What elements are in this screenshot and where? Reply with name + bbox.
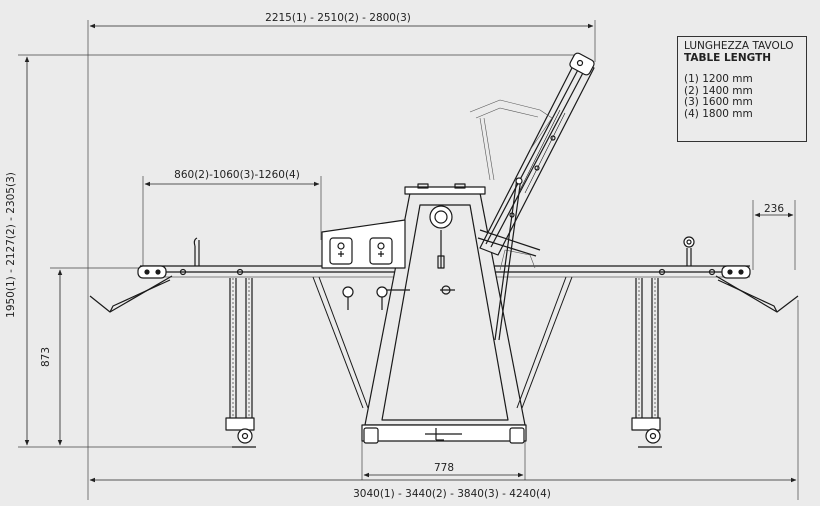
dim-base-width-text: 778	[434, 462, 454, 474]
sheeter-machine	[89, 52, 799, 448]
control-panel	[321, 219, 406, 310]
lift-strut	[494, 177, 523, 341]
dim-top-width-text: 2215(1) - 2510(2) - 2800(3)	[265, 12, 411, 24]
side-wings	[89, 275, 799, 313]
dim-bottom-width-text: 3040(1) - 3440(2) - 3840(3) - 4240(4)	[353, 488, 551, 500]
legend-title-en: TABLE LENGTH	[684, 51, 772, 64]
dim-table-height-text: 873	[40, 347, 52, 367]
right-leg	[631, 278, 662, 448]
legend-row: (3) 1600 mm	[684, 96, 753, 108]
dimension-lines	[24, 23, 797, 483]
table-length-legend: LUNGHEZZA TAVOLO TABLE LENGTH (1) 1200 m…	[677, 36, 807, 142]
diagonal-struts	[312, 276, 573, 409]
legend-row: (4) 1800 mm	[684, 107, 753, 120]
dim-total-height-text: 1950(1) - 2127(2) - 2305(3)	[5, 172, 17, 318]
legend-title-it: LUNGHEZZA TAVOLO	[684, 40, 794, 52]
legend-row: (2) 1400 mm	[684, 84, 753, 97]
dim-left-extension-text: 860(2)-1060(3)-1260(4)	[174, 169, 300, 181]
left-leg	[225, 278, 256, 448]
raised-upper-conveyor	[477, 52, 595, 257]
table-handles	[193, 236, 695, 266]
dim-right-overhang-text: 236	[764, 203, 784, 215]
legend-row: (1) 1200 mm	[684, 73, 753, 85]
extension-lines	[18, 20, 799, 500]
ghost-arm-outline	[469, 99, 553, 271]
